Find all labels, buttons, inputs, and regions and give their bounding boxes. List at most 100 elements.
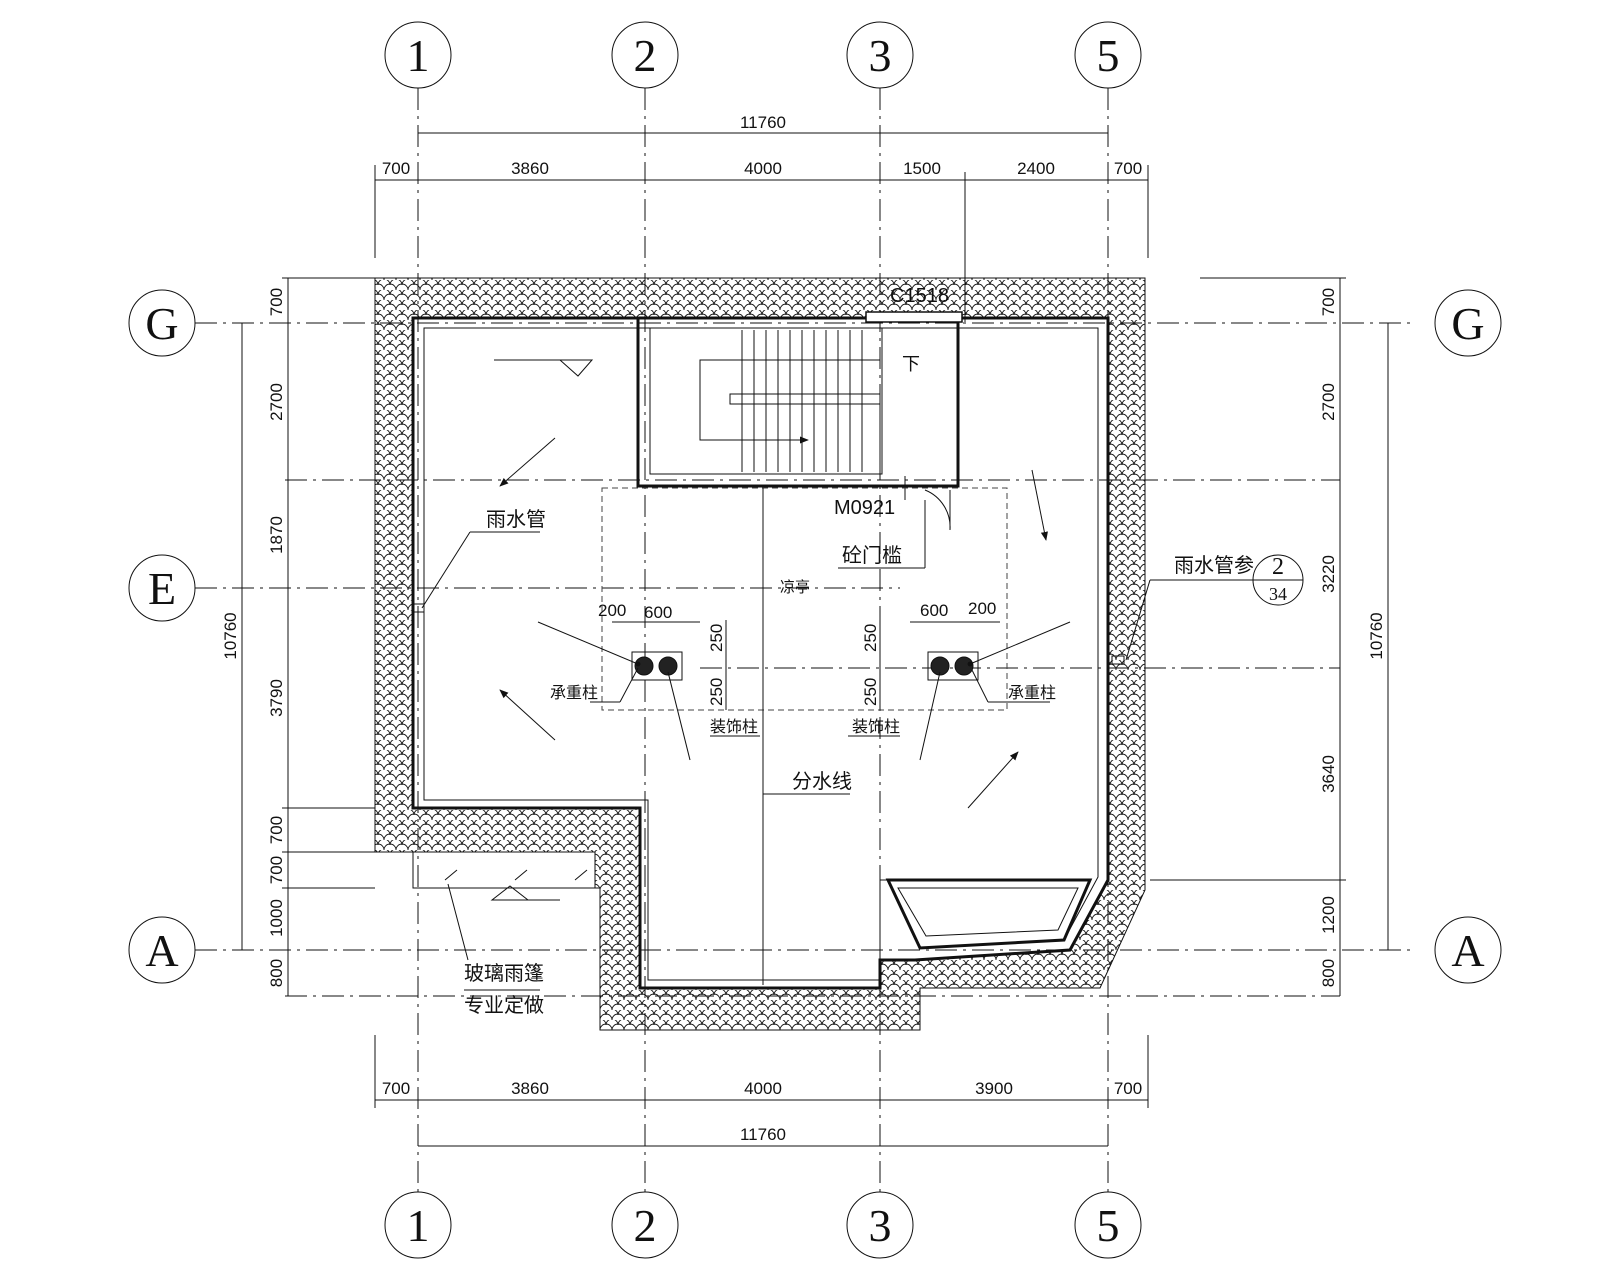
grid-bubble xyxy=(1074,1191,1142,1259)
window-c1518 xyxy=(865,311,963,323)
columns-left: 承重柱 装饰柱 xyxy=(537,621,760,761)
rain-pipe-right-label: 雨水管参 xyxy=(1174,554,1254,577)
stairwell: 下 C1518 M0921 xyxy=(636,285,963,531)
grid-bubble xyxy=(128,554,196,622)
svg-text:700: 700 xyxy=(1319,288,1338,316)
svg-text:600: 600 xyxy=(644,603,672,622)
stair-treads xyxy=(699,330,881,472)
grid-bubbles-bottom: 1 2 3 5 xyxy=(384,1191,1142,1259)
svg-text:2: 2 xyxy=(634,30,657,81)
bearing-col-right-label: 承重柱 xyxy=(1008,684,1056,702)
svg-text:G: G xyxy=(1451,298,1484,349)
canopy-label-1: 玻璃雨篷 xyxy=(464,962,544,985)
svg-text:3: 3 xyxy=(869,30,892,81)
svg-text:5: 5 xyxy=(1097,1200,1120,1251)
left-total-dim: 10760 xyxy=(221,612,240,659)
svg-text:600: 600 xyxy=(920,601,948,620)
top-total-dim: 11760 xyxy=(740,113,786,132)
svg-text:700: 700 xyxy=(267,856,286,884)
canopy-label-2: 专业定做 xyxy=(464,994,544,1017)
svg-text:A: A xyxy=(1451,925,1484,976)
decorative-column-right xyxy=(930,656,950,676)
deco-col-right-label: 装饰柱 xyxy=(852,718,900,736)
stair-down-label: 下 xyxy=(902,354,920,374)
rain-pipe-left-label: 雨水管 xyxy=(486,508,546,531)
svg-text:800: 800 xyxy=(267,959,286,987)
grid-bubble xyxy=(846,21,914,89)
grid-bubbles-left: G E A xyxy=(128,289,196,984)
svg-text:1: 1 xyxy=(407,1200,430,1251)
svg-text:3860: 3860 xyxy=(511,1079,549,1098)
grid-bubble xyxy=(384,21,452,89)
grid-bubble xyxy=(611,21,679,89)
columns-right: 承重柱 装饰柱 xyxy=(848,621,1071,761)
bearing-column-left xyxy=(634,656,654,676)
right-dimensions: 700 2700 3220 3640 1200 800 10760 xyxy=(1150,277,1389,996)
svg-text:1500: 1500 xyxy=(903,159,941,178)
column-dimensions: 200 600 250 250 600 200 250 250 xyxy=(598,599,1000,710)
svg-text:2400: 2400 xyxy=(1017,159,1055,178)
svg-text:3790: 3790 xyxy=(267,679,286,717)
svg-text:G: G xyxy=(145,298,178,349)
deco-col-left-label: 装饰柱 xyxy=(710,718,758,736)
svg-text:700: 700 xyxy=(382,1079,410,1098)
svg-text:2700: 2700 xyxy=(267,383,286,421)
svg-text:250: 250 xyxy=(707,678,726,706)
svg-text:E: E xyxy=(148,563,176,614)
window-label: C1518 xyxy=(890,285,949,307)
parapet-walls xyxy=(411,316,1110,990)
bearing-column-right xyxy=(954,656,974,676)
grid-bubble xyxy=(128,289,196,357)
svg-text:700: 700 xyxy=(267,288,286,316)
pavilion-outline: 凉亭 砼门槛 xyxy=(601,487,1008,985)
svg-text:800: 800 xyxy=(1319,959,1338,987)
svg-text:2700: 2700 xyxy=(1319,383,1338,421)
svg-text:200: 200 xyxy=(968,599,996,618)
grid-bubble xyxy=(384,1191,452,1259)
door-label: M0921 xyxy=(834,497,895,519)
rain-pipe-right: 雨水管参 2 34 xyxy=(1111,554,1304,665)
svg-text:700: 700 xyxy=(1114,1079,1142,1098)
grid-bubble xyxy=(846,1191,914,1259)
grid-bubble xyxy=(1074,21,1142,89)
pavilion-label: 凉亭 xyxy=(780,578,810,596)
rain-pipe-left: 雨水管 xyxy=(411,508,546,613)
svg-text:250: 250 xyxy=(861,678,880,706)
threshold-label: 砼门槛 xyxy=(842,544,902,567)
svg-text:700: 700 xyxy=(382,159,410,178)
svg-text:3900: 3900 xyxy=(975,1079,1013,1098)
grid-bubble xyxy=(1434,289,1502,357)
svg-text:3640: 3640 xyxy=(1319,755,1338,793)
svg-text:1: 1 xyxy=(407,30,430,81)
svg-text:1000: 1000 xyxy=(267,899,286,937)
svg-text:3220: 3220 xyxy=(1319,555,1338,593)
grid-bubble xyxy=(611,1191,679,1259)
watershed-label-group: 分水线 xyxy=(763,770,852,795)
svg-text:4000: 4000 xyxy=(744,159,782,178)
glass-canopy: 玻璃雨篷 专业定做 xyxy=(412,851,596,1017)
grid-bubble xyxy=(1434,916,1502,984)
svg-text:34: 34 xyxy=(1269,584,1287,604)
bottom-total-dim: 11760 xyxy=(740,1125,786,1144)
svg-text:3860: 3860 xyxy=(511,159,549,178)
grid-bubble xyxy=(128,916,196,984)
svg-text:2: 2 xyxy=(1272,554,1284,580)
svg-text:1870: 1870 xyxy=(267,516,286,554)
watershed-label: 分水线 xyxy=(792,770,852,793)
svg-text:250: 250 xyxy=(861,624,880,652)
bottom-dimensions: 700 3860 4000 3900 700 11760 xyxy=(374,1035,1149,1147)
svg-text:700: 700 xyxy=(1114,159,1142,178)
left-dimensions: 700 2700 1870 3790 700 700 1000 800 1076… xyxy=(221,277,375,996)
door-swing xyxy=(904,476,951,531)
grid-bubbles-right: G A xyxy=(1434,289,1502,984)
svg-text:2: 2 xyxy=(634,1200,657,1251)
svg-text:3: 3 xyxy=(869,1200,892,1251)
right-total-dim: 10760 xyxy=(1367,612,1386,659)
svg-text:A: A xyxy=(145,925,178,976)
svg-text:250: 250 xyxy=(707,624,726,652)
grid-lines xyxy=(195,88,1410,1192)
bearing-col-left-label: 承重柱 xyxy=(550,684,598,702)
top-dimensions: 11760 700 3860 4000 1500 2400 700 xyxy=(374,113,1149,322)
decorative-column-left xyxy=(658,656,678,676)
